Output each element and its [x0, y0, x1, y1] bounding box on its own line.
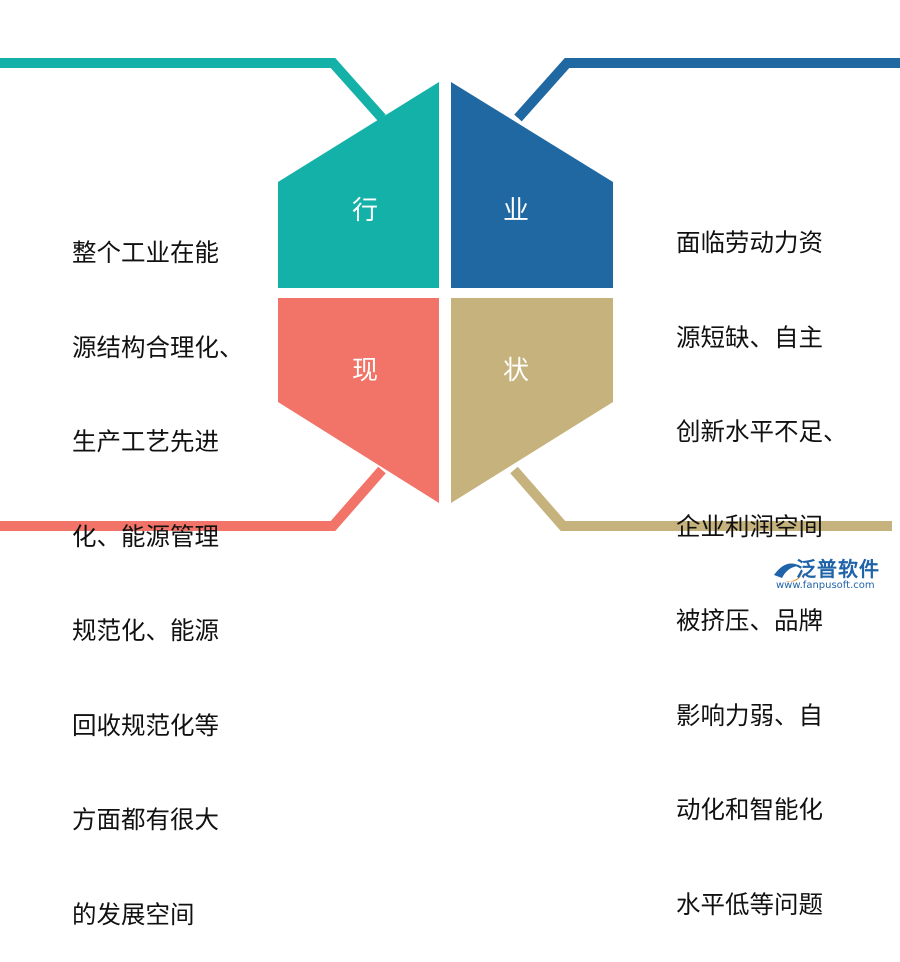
right-description-line: 动化和智能化 [676, 795, 823, 824]
left-description-line: 生产工艺先进 [72, 427, 219, 456]
left-description-line: 源结构合理化、 [72, 332, 244, 362]
fanpu-logo: 泛普软件 www.fanpusoft.com [768, 552, 898, 598]
quadrant-label-top-left: 行 [351, 196, 378, 226]
left-description-line: 规范化、能源 [72, 616, 219, 645]
logo-url: www.fanpusoft.com [776, 580, 875, 591]
right-description-line: 被挤压、品牌 [676, 606, 823, 635]
left-description-line: 整个工业在能 [72, 238, 219, 267]
quadrant-label-bottom-left: 现 [351, 356, 378, 386]
right-description-line: 源短缺、自主 [676, 322, 823, 352]
right-description-line: 面临劳动力资 [676, 228, 823, 257]
connector-line-top-left [0, 58, 386, 122]
connector-line-bottom-right [510, 466, 892, 531]
left-description-line: 的发展空间 [72, 899, 195, 929]
connector-line-top-right [514, 58, 900, 122]
hex-quadrant-bottom-right [451, 298, 613, 503]
fanpu-logo-icon [774, 563, 804, 582]
left-description-line: 回收规范化等 [72, 710, 219, 740]
right-description-line: 企业利润空间 [676, 511, 823, 541]
connector-line-bottom-left [0, 466, 386, 531]
right-description-line: 影响力弱、自 [676, 700, 823, 730]
right-description-line: 创新水平不足、 [676, 417, 848, 446]
quadrant-label-top-right: 业 [502, 196, 529, 226]
quadrant-label-bottom-right: 状 [502, 356, 529, 386]
left-description-line: 化、能源管理 [72, 521, 219, 551]
left-description: 整个工业在能 源结构合理化、 生产工艺先进 化、能源管理 规范化、能源 回收规范… [72, 174, 244, 962]
right-description-line: 水平低等问题 [676, 889, 823, 919]
hex-quadrant-bottom-left [278, 298, 439, 503]
logo-name: 泛普软件 [796, 557, 880, 581]
hex-quadrant-top-left [278, 82, 439, 288]
hex-quadrant-top-right [451, 82, 613, 288]
left-description-line: 方面都有很大 [72, 805, 219, 834]
diagram-canvas [0, 58, 900, 582]
